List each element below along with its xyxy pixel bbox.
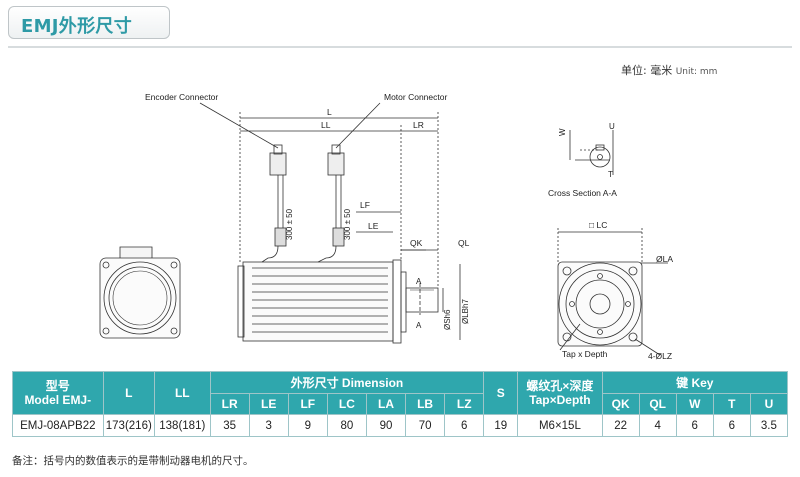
label-dim-lr: LR bbox=[413, 120, 424, 130]
header-tap-cn: 螺纹孔×深度 bbox=[526, 379, 594, 393]
page-title: EMJ外形尺寸 bbox=[21, 16, 133, 37]
header-u: U bbox=[749, 393, 789, 415]
header-l: L bbox=[102, 371, 156, 415]
label-section-a-bottom: A bbox=[416, 321, 422, 330]
header-ql: QL bbox=[638, 393, 677, 415]
cell-tap: M6×15L bbox=[517, 414, 603, 437]
header-lc: LC bbox=[326, 393, 367, 415]
cell-le: 3 bbox=[248, 414, 289, 437]
label-motor-connector: Motor Connector bbox=[384, 92, 447, 102]
label-cross-u: U bbox=[609, 122, 615, 131]
header-le: LE bbox=[248, 393, 289, 415]
header-model: 型号 Model EMJ- bbox=[12, 371, 104, 415]
header-qk: QK bbox=[601, 393, 640, 415]
unit-note-cn: 单位: 毫米 bbox=[621, 64, 673, 77]
title-tab: EMJ外形尺寸 bbox=[8, 6, 170, 39]
header-lf: LF bbox=[287, 393, 328, 415]
label-cross-t: T bbox=[608, 170, 613, 179]
header-model-en: Model EMJ- bbox=[24, 393, 92, 407]
footnote: 备注：括号内的数值表示的是带制动器电机的尺寸。 bbox=[12, 455, 254, 467]
label-cable-encoder: 300 ± 50 bbox=[285, 208, 294, 240]
title-divider bbox=[8, 46, 792, 48]
label-cross-section: Cross Section A-A bbox=[548, 188, 617, 198]
table-row: EMJ-08APB22 173(216) 138(181) 35 3 9 80 … bbox=[12, 414, 789, 437]
label-dim-lf: LF bbox=[360, 200, 370, 210]
cell-lr: 35 bbox=[209, 414, 250, 437]
label-dim-le: LE bbox=[368, 221, 379, 231]
label-cable-motor: 300 ± 50 bbox=[343, 208, 352, 240]
cell-lc: 80 bbox=[326, 414, 367, 437]
label-section-a-top: A bbox=[416, 277, 422, 286]
unit-note: 单位: 毫米 Unit: mm bbox=[621, 62, 717, 78]
cell-lf: 9 bbox=[287, 414, 328, 437]
header-tap-en: Tap×Depth bbox=[529, 393, 591, 407]
label-dim-ll: LL bbox=[321, 120, 331, 130]
label-dim-la: ØLA bbox=[656, 254, 673, 264]
label-dim-lc: □ LC bbox=[589, 220, 607, 230]
cell-w: 6 bbox=[675, 414, 714, 437]
header-w: W bbox=[675, 393, 714, 415]
label-encoder-connector: Encoder Connector bbox=[145, 92, 218, 102]
cell-l: 173(216) bbox=[102, 414, 156, 437]
label-dim-qk: QK bbox=[410, 238, 423, 248]
header-lb: LB bbox=[405, 393, 446, 415]
key-cross-section bbox=[569, 130, 614, 175]
label-tap-depth: Tap x Depth bbox=[562, 349, 608, 359]
label-dim-ql: QL bbox=[458, 238, 470, 248]
header-t: T bbox=[712, 393, 751, 415]
cell-qk: 22 bbox=[601, 414, 640, 437]
motor-flange-view bbox=[557, 228, 668, 356]
label-cross-w: W bbox=[558, 128, 567, 136]
unit-note-en: Unit: mm bbox=[675, 67, 718, 77]
cell-model: EMJ-08APB22 bbox=[12, 414, 104, 437]
label-dim-l: L bbox=[327, 107, 332, 117]
cell-s: 19 bbox=[483, 414, 519, 437]
header-ll: LL bbox=[154, 371, 211, 415]
motor-front-view bbox=[99, 246, 181, 339]
cell-lb: 70 bbox=[405, 414, 446, 437]
motor-side-view bbox=[199, 102, 461, 344]
label-dim-lz: 4-ØLZ bbox=[648, 351, 672, 361]
header-tap: 螺纹孔×深度 Tap×Depth bbox=[517, 371, 603, 415]
header-model-cn: 型号 bbox=[45, 379, 70, 393]
cell-u: 3.5 bbox=[749, 414, 789, 437]
header-key-group: 键 Key bbox=[601, 371, 789, 394]
label-dim-lb: ØLBh7 bbox=[461, 299, 470, 324]
cell-ll: 138(181) bbox=[154, 414, 211, 437]
header-la: LA bbox=[365, 393, 407, 415]
header-s: S bbox=[483, 371, 519, 415]
cell-t: 6 bbox=[712, 414, 751, 437]
dimension-drawing: Encoder Connector Motor Connector L LL L… bbox=[99, 92, 673, 361]
header-lr: LR bbox=[209, 393, 250, 415]
spec-table: 型号 Model EMJ- L LL 外形尺寸 Dimension S 螺纹孔×… bbox=[12, 371, 789, 437]
cell-ql: 4 bbox=[638, 414, 677, 437]
cell-lz: 6 bbox=[444, 414, 485, 437]
header-lz: LZ bbox=[444, 393, 485, 415]
label-dim-s: ØSh6 bbox=[443, 309, 452, 330]
cell-la: 90 bbox=[365, 414, 407, 437]
header-dimension-group: 外形尺寸 Dimension bbox=[209, 371, 485, 394]
